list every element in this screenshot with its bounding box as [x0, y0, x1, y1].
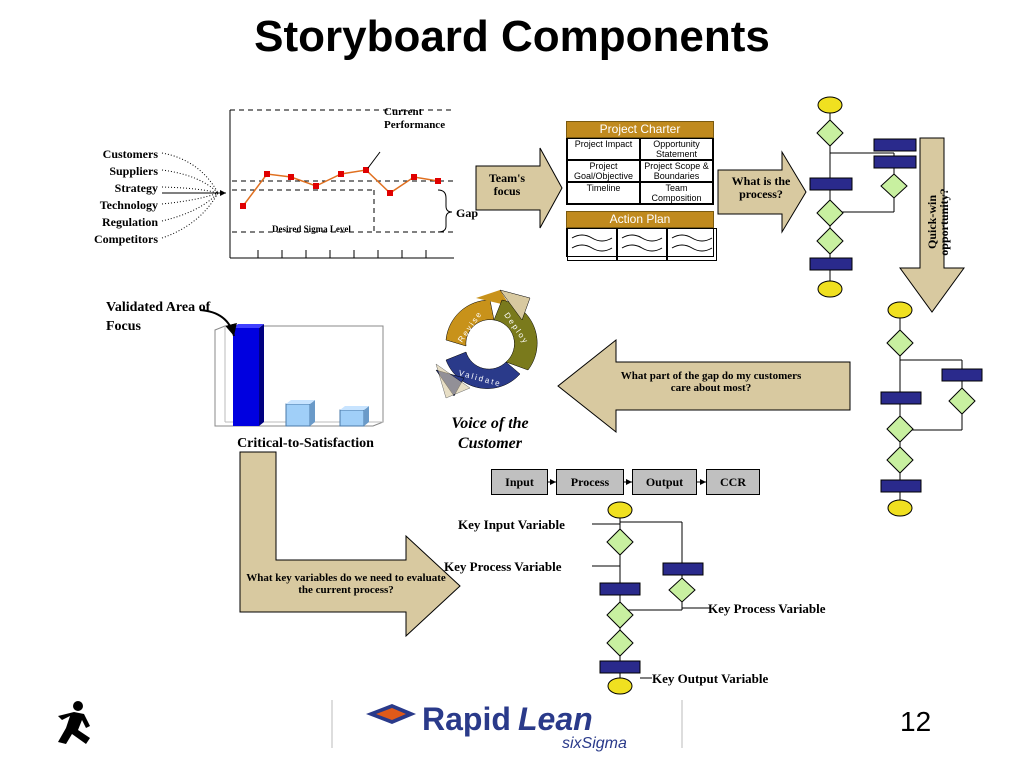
cts-bar	[285, 403, 311, 427]
variables-question-label: What key variables do we need to evaluat…	[246, 572, 446, 596]
voc-source: Suppliers	[109, 164, 158, 178]
runner-icon	[58, 701, 90, 744]
ipo-step-process: Process	[556, 469, 624, 495]
performance-points	[240, 167, 441, 209]
slide-title: Storyboard Components	[254, 12, 770, 61]
voc-source: Regulation	[101, 215, 158, 229]
cts-axis-label: Critical-to-Satisfaction	[237, 436, 374, 451]
action-plan: Action Plan	[566, 211, 717, 261]
rdv-cycle	[435, 289, 538, 399]
page-number: 12	[900, 706, 932, 737]
charter-cell: Team Composition	[640, 182, 713, 204]
voc-source: Customers	[102, 147, 158, 161]
cts-bar	[339, 409, 365, 427]
project-charter-header: Project Charter	[566, 121, 714, 138]
cts-bar-primary	[233, 328, 259, 426]
cts-bar-chart	[199, 309, 384, 427]
charter-cell: Opportunity Statement	[640, 138, 713, 160]
charter-cell: Project Goal/Objective	[567, 160, 640, 182]
gap-label: Gap	[456, 206, 479, 220]
svg-text:Lean: Lean	[518, 701, 593, 737]
charter-cell: Timeline	[567, 182, 640, 204]
svg-text:Rapid: Rapid	[422, 701, 511, 737]
key-input-variable-label: Key Input Variable	[458, 517, 565, 532]
rapidlean-logo: Rapid Lean sixSigma	[366, 698, 666, 754]
ipo-step-output: Output	[632, 469, 697, 495]
rapidlean-logo-mark: Rapid Lean sixSigma	[366, 701, 627, 752]
action-plan-cell	[667, 228, 717, 261]
teams-focus-arrow	[475, 147, 563, 229]
key-output-variable-label: Key Output Variable	[652, 671, 769, 686]
flowchart-top-right	[809, 96, 917, 298]
flowchart-bottom	[592, 501, 710, 695]
teams-focus-label: Team's focus	[488, 171, 526, 198]
key-process-variable-label: Key Process Variable	[708, 601, 826, 616]
current-performance-label: Current Performance	[384, 106, 446, 131]
charter-cell: Project Scope & Boundaries	[640, 160, 713, 182]
validated-area-pointer	[199, 309, 237, 337]
action-plan-cell	[617, 228, 667, 261]
ipo-step-ccr: CCR	[706, 469, 760, 495]
key-process-variable-label: Key Process Variable	[444, 559, 562, 574]
flowchart-right-middle	[880, 301, 983, 517]
gap-question-label: What part of the gap do my customers car…	[620, 370, 802, 394]
voc-funnel-lines	[161, 152, 226, 239]
desired-sigma-label: Desired Sigma Level	[272, 224, 351, 234]
action-plan-header: Action Plan	[566, 211, 714, 228]
project-charter: Project Charter Project Impact Opportuni…	[566, 121, 714, 205]
quick-win-label: Quick-win opportunity?	[925, 188, 951, 256]
performance-chart	[229, 109, 454, 259]
voc-source-list: Customers Suppliers Strategy Technology …	[60, 146, 158, 248]
voc-source: Technology	[99, 198, 158, 212]
validated-area-label: Validated Area of Focus	[106, 300, 211, 334]
charter-cell: Project Impact	[567, 138, 640, 160]
what-is-process-label: What is the process?	[731, 174, 791, 201]
gap-brace	[437, 189, 453, 233]
voc-caption: Voice of the Customer	[451, 415, 529, 452]
quick-win-arrow	[899, 137, 965, 313]
what-is-process-arrow	[717, 150, 807, 234]
gap-question-arrow	[557, 338, 851, 434]
svg-text:sixSigma: sixSigma	[562, 735, 627, 752]
key-variables-arrow	[239, 451, 461, 638]
action-plan-cell	[567, 228, 617, 261]
voc-source: Strategy	[114, 181, 158, 195]
ipo-step-input: Input	[491, 469, 548, 495]
voc-source: Competitors	[94, 232, 158, 246]
